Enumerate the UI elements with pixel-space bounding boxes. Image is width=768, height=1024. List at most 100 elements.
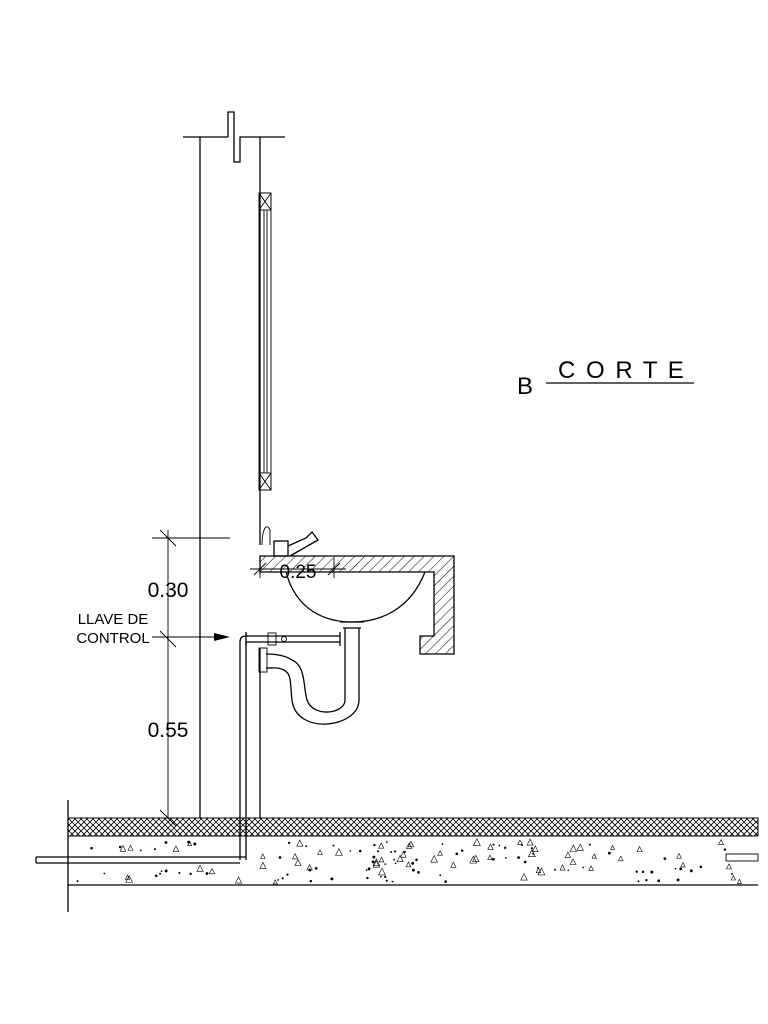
aggregate-speck [372, 858, 381, 866]
aggregate-speck [532, 852, 535, 855]
aggregate-speck [367, 867, 371, 871]
aggregate-speck [527, 849, 536, 858]
mirror-bracket-bottom [258, 472, 272, 491]
aggregate-speck [76, 880, 79, 883]
aggregate-speck [569, 844, 578, 852]
aggregate-speck [487, 843, 494, 850]
aggregate-speck [393, 858, 395, 861]
aggregate-speck [517, 839, 523, 845]
aggregate-speck [294, 858, 302, 866]
dimension-lower: 0.55 [148, 719, 189, 742]
aggregate-speck [689, 869, 693, 873]
aggregate-speck [460, 849, 464, 852]
aggregate-speck [160, 870, 163, 872]
aggregate-speck [441, 843, 444, 846]
aggregate-speck [576, 843, 584, 851]
aggregate-speck [676, 852, 682, 859]
aggregate-speck [567, 869, 570, 872]
aggregate-speck [532, 845, 539, 852]
aggregate-speck [393, 850, 397, 853]
aggregate-speck [193, 842, 197, 846]
section-letter: B [517, 373, 533, 400]
wall [183, 111, 285, 818]
aggregate-speck [259, 861, 267, 869]
aggregate-speck [90, 846, 93, 850]
aggregate-speck [272, 879, 278, 885]
aggregate-speck [378, 856, 385, 863]
aggregate-speck [378, 867, 386, 876]
aggregate-speck [308, 868, 312, 872]
aggregate-speck [385, 841, 388, 844]
aggregate-speck [309, 879, 313, 883]
aggregate-speck [523, 860, 527, 864]
aggregate-speck [296, 839, 304, 847]
aggregate-speck [535, 867, 542, 873]
aggregate-speck [569, 858, 577, 865]
aggregate-speck [380, 875, 382, 878]
aggregate-speck [187, 840, 191, 844]
aggregate-speck [390, 851, 393, 854]
aggregate-speck [377, 850, 380, 853]
aggregate-speck [287, 841, 291, 845]
aggregate-speck [384, 863, 387, 866]
section-title: B C O R T E [517, 357, 694, 400]
aggregate-speck [610, 844, 616, 850]
aggregate-speck [718, 838, 724, 845]
aggregate-speck [365, 869, 368, 871]
washbasin [258, 526, 455, 725]
aggregate-speck [373, 843, 376, 847]
aggregate-speck [582, 866, 585, 869]
callout-line-1: LLAVE DE [78, 611, 149, 628]
section-word: C O R T E [558, 357, 686, 384]
aggregate-speck [260, 853, 266, 859]
aggregate-speck [103, 872, 106, 875]
aggregate-speck [405, 861, 412, 868]
aggregate-speck [607, 851, 611, 855]
aggregate-speck [472, 838, 481, 846]
aggregate-speck [372, 855, 376, 859]
aggregate-speck [208, 867, 216, 875]
aggregate-speck [498, 844, 501, 847]
aggregate-speck [636, 845, 643, 853]
dimension-vertical [152, 529, 230, 827]
callout-arrowhead [214, 633, 230, 641]
aggregate-speck [680, 861, 686, 868]
aggregate-speck [617, 855, 624, 862]
aggregate-speck [430, 854, 438, 863]
aggregate-speck [725, 863, 732, 870]
aggregate-speck [588, 843, 591, 846]
aggregate-speck [674, 867, 677, 870]
aggregate-speck [417, 871, 420, 874]
aggregate-speck [196, 864, 204, 872]
aggregate-speck [679, 867, 682, 871]
aggregate-speck [405, 842, 413, 849]
floor [67, 800, 759, 912]
concrete-aggregate [76, 838, 742, 885]
aggregate-speck [676, 878, 680, 882]
dimension-basin: 0.25 [280, 562, 317, 583]
aggregate-speck [314, 866, 318, 870]
mirror-bracket-top [258, 192, 272, 211]
aggregate-speck [349, 850, 352, 852]
aggregate-speck [281, 877, 284, 880]
aggregate-speck [205, 872, 209, 875]
aggregate-speck [396, 854, 404, 863]
aggregate-speck [730, 872, 733, 875]
aggregate-speck [588, 865, 594, 871]
counter-slab [259, 555, 455, 655]
aggregate-speck [330, 877, 334, 881]
aggregate-speck [723, 848, 727, 851]
aggregate-speck [317, 849, 323, 855]
aggregate-speck [124, 874, 131, 880]
aggregate-speck [371, 860, 375, 864]
aggregate-speck [591, 853, 597, 859]
aggregate-speck [437, 850, 443, 856]
callout-llave-de-control: LLAVE DE CONTROL [76, 611, 230, 647]
aggregate-speck [635, 870, 638, 873]
aggregate-speck [385, 879, 388, 882]
aggregate-speck [530, 847, 534, 850]
aggregate-speck [189, 872, 192, 876]
aggregate-speck [127, 844, 134, 851]
aggregate-speck [663, 857, 667, 860]
aggregate-speck [469, 855, 478, 864]
